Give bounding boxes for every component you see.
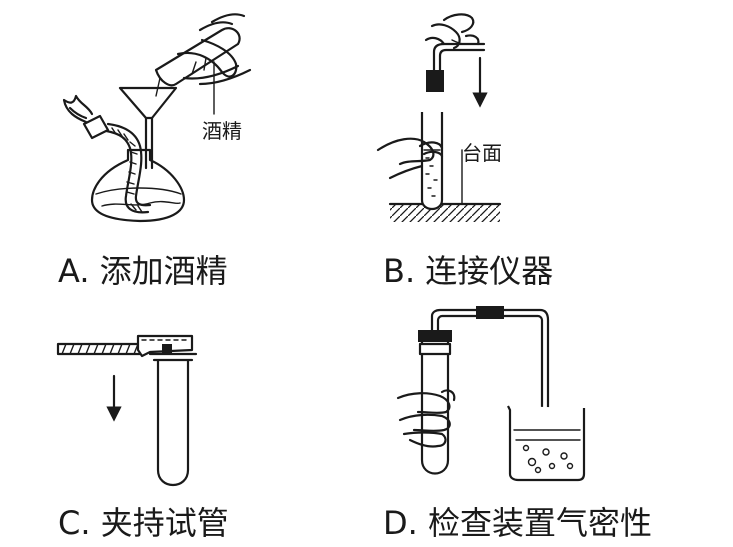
hand-holding-tube bbox=[376, 137, 444, 180]
test-tube bbox=[420, 330, 450, 475]
panel-c: C. 夹持试管 bbox=[56, 334, 229, 542]
flame bbox=[62, 94, 110, 140]
test-tube-clamp bbox=[56, 334, 198, 358]
caption-c: C. 夹持试管 bbox=[58, 504, 229, 542]
rubber-connector bbox=[476, 306, 504, 319]
table-surface bbox=[388, 202, 502, 222]
funnel bbox=[118, 86, 178, 170]
stopper bbox=[418, 330, 452, 356]
gas-bubbles bbox=[522, 444, 574, 474]
alcohol-stream bbox=[155, 77, 161, 97]
caption-d: D. 检查装置气密性 bbox=[383, 504, 652, 542]
delivery-tube bbox=[430, 306, 550, 472]
hand-holding-tube bbox=[396, 389, 456, 448]
lamp-wick-tube bbox=[98, 122, 152, 214]
beaker bbox=[507, 405, 586, 482]
caption-a: A. 添加酒精 bbox=[58, 252, 228, 290]
label-taimian: 台面 bbox=[462, 141, 502, 165]
panel-a: 酒精 A. 添加酒精 bbox=[58, 13, 252, 290]
hand-with-stopper bbox=[424, 13, 480, 50]
test-tube bbox=[420, 112, 444, 211]
panel-b: 台面 B. 连接仪器 bbox=[376, 13, 553, 290]
pouring-hand-with-bottle bbox=[154, 13, 252, 87]
caption-b: B. 连接仪器 bbox=[383, 252, 553, 290]
stopper-with-tube bbox=[426, 42, 486, 92]
label-jiujing: 酒精 bbox=[202, 119, 242, 143]
panel-d: D. 检查装置气密性 bbox=[383, 306, 652, 542]
vertical-test-tube bbox=[152, 358, 194, 486]
